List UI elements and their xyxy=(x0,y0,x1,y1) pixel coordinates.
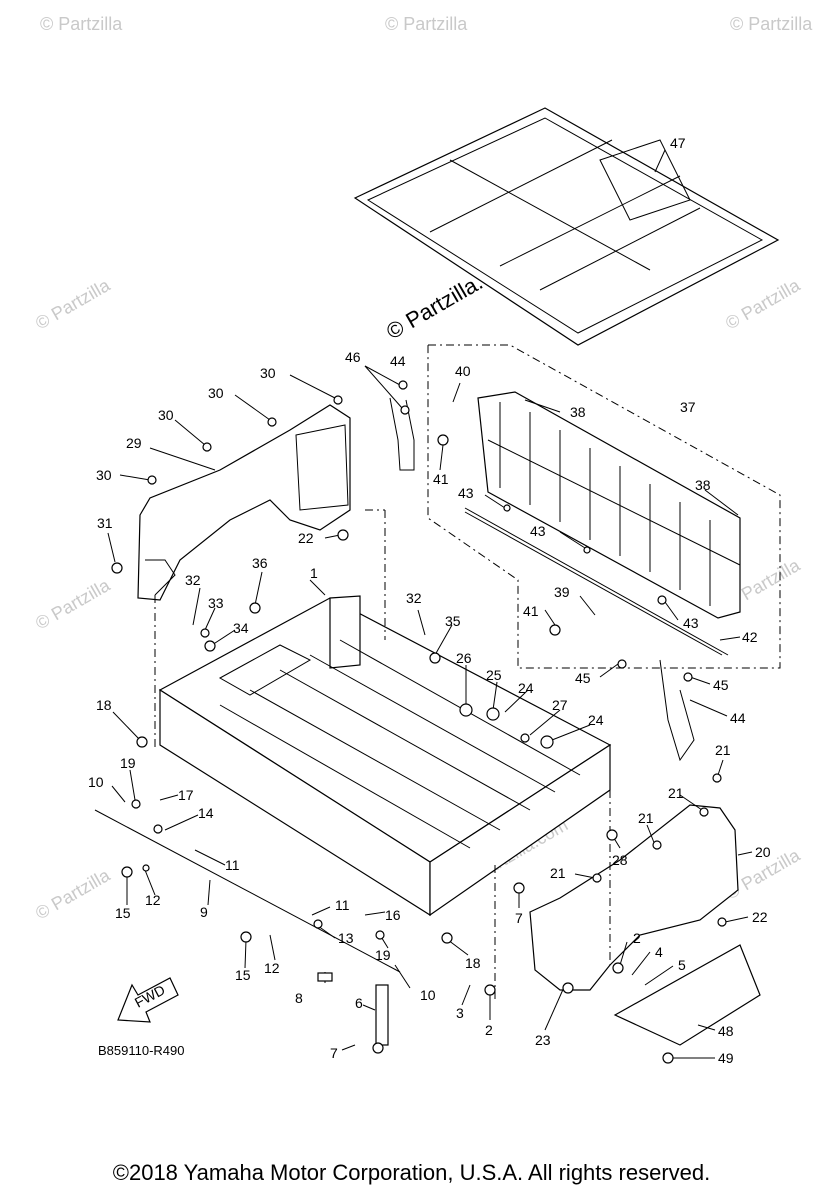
callout: 15 xyxy=(115,905,131,921)
callout: 46 xyxy=(345,349,361,365)
callout: 21 xyxy=(715,742,731,758)
callout: 17 xyxy=(178,787,194,803)
callout: 10 xyxy=(420,987,436,1003)
callout: 41 xyxy=(433,471,449,487)
watermark: © Partzilla xyxy=(32,575,114,634)
cable-44 xyxy=(389,397,415,471)
callout: 43 xyxy=(530,523,546,539)
callout: 44 xyxy=(730,710,746,726)
callout: 24 xyxy=(518,680,534,696)
stay-6 xyxy=(375,984,389,1046)
callout: 5 xyxy=(678,957,686,973)
callout: 41 xyxy=(523,603,539,619)
callout: 30 xyxy=(158,407,174,423)
callout: 24 xyxy=(588,712,604,728)
callout: 31 xyxy=(97,515,113,531)
callout: 12 xyxy=(264,960,280,976)
callout: 3 xyxy=(456,1005,464,1021)
leader-lines xyxy=(107,149,753,1059)
callout: 20 xyxy=(755,844,771,860)
callout: 21 xyxy=(638,810,654,826)
callout: 12 xyxy=(145,892,161,908)
callout: 13 xyxy=(338,930,354,946)
fwd-arrow: FWD xyxy=(117,977,179,1023)
callout: 7 xyxy=(515,910,523,926)
callout: 32 xyxy=(185,572,201,588)
cargo-bed-1 xyxy=(158,595,612,917)
callout: 38 xyxy=(695,477,711,493)
callout: 40 xyxy=(455,363,471,379)
callout: 1 xyxy=(310,565,318,581)
callout: 26 xyxy=(456,650,472,666)
callout: 30 xyxy=(208,385,224,401)
callout: 19 xyxy=(120,755,136,771)
left-fender-29 xyxy=(137,404,351,601)
callout: 22 xyxy=(752,909,768,925)
tailgate-37 xyxy=(427,344,781,669)
callout: 8 xyxy=(295,990,303,1006)
callout: 35 xyxy=(445,613,461,629)
cable-44 xyxy=(659,659,695,762)
callout: 7 xyxy=(330,1045,338,1061)
callout: 27 xyxy=(552,697,568,713)
callout: 30 xyxy=(96,467,112,483)
callout: 10 xyxy=(88,774,104,790)
callout: 16 xyxy=(385,907,401,923)
callout: 6 xyxy=(355,995,363,1011)
callout: 21 xyxy=(550,865,566,881)
callout: 18 xyxy=(465,955,481,971)
diagram-code: B859110-R490 xyxy=(98,1043,185,1058)
callout: 11 xyxy=(335,897,350,913)
callout: 36 xyxy=(252,555,268,571)
callout: 37 xyxy=(680,399,696,415)
copyright-footer: ©2018 Yamaha Motor Corporation, U.S.A. A… xyxy=(112,1160,711,1185)
callout: 2 xyxy=(485,1022,493,1038)
callout: 18 xyxy=(96,697,112,713)
callout: 11 xyxy=(225,857,240,873)
callout: 43 xyxy=(458,485,474,501)
watermark: © Partzilla xyxy=(32,865,114,924)
callout: 14 xyxy=(198,805,214,821)
callout: 22 xyxy=(298,530,314,546)
watermark: © Partzilla xyxy=(730,14,813,34)
callout: 32 xyxy=(406,590,422,606)
callouts: 1 2 2 3 4 5 6 7 7 8 9 10 10 11 11 12 12 … xyxy=(88,135,771,1066)
callout: 33 xyxy=(208,595,224,611)
rod-42 xyxy=(464,511,723,656)
callout: 48 xyxy=(718,1023,734,1039)
callout: 49 xyxy=(718,1050,734,1066)
callout: 19 xyxy=(375,947,391,963)
callout: 25 xyxy=(486,667,502,683)
watermark: © Partzilla xyxy=(385,14,468,34)
rod-9 xyxy=(94,809,401,973)
watermark: © Partzilla xyxy=(40,14,123,34)
callout: 15 xyxy=(235,967,251,983)
bed-mat-47 xyxy=(353,107,780,346)
callout: 29 xyxy=(126,435,142,451)
callout: 2 xyxy=(633,930,641,946)
callout: 4 xyxy=(655,944,663,960)
fasteners xyxy=(111,380,727,1064)
guard-plate-48 xyxy=(613,944,761,1046)
callout: 44 xyxy=(390,353,406,369)
alignment-lines xyxy=(154,509,611,1000)
callout: 9 xyxy=(200,904,208,920)
callout: 21 xyxy=(668,785,684,801)
callout: 38 xyxy=(570,404,586,420)
callout: 45 xyxy=(575,670,591,686)
callout: 30 xyxy=(260,365,276,381)
callout: 45 xyxy=(713,677,729,693)
callout: 43 xyxy=(683,615,699,631)
callout: 23 xyxy=(535,1032,551,1048)
callout: 28 xyxy=(612,852,628,868)
callout: 39 xyxy=(554,584,570,600)
watermark: © Partzilla xyxy=(722,275,804,334)
callout: 47 xyxy=(670,135,686,151)
callout: 34 xyxy=(233,620,249,636)
callout: 42 xyxy=(742,629,758,645)
watermark: © Partzilla xyxy=(32,275,114,334)
